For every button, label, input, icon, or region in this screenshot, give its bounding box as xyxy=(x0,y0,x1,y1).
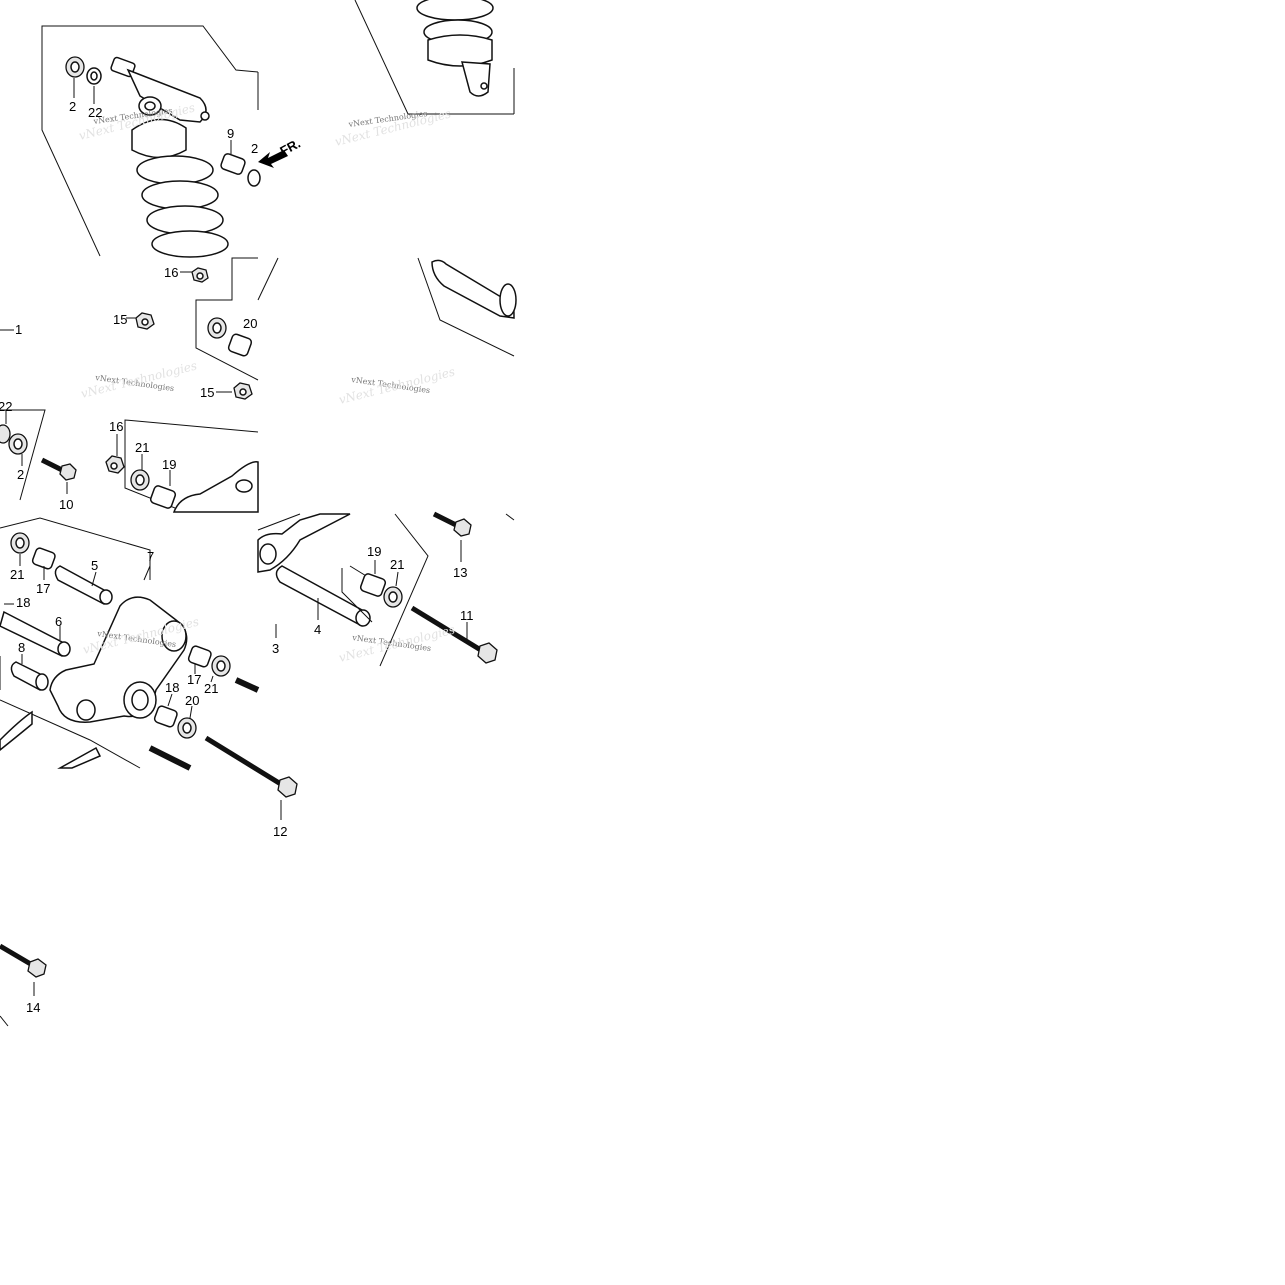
bearing-icon xyxy=(227,333,253,357)
callout-16: 16 xyxy=(164,265,178,280)
tile-shock-mount xyxy=(0,257,259,513)
callout-2c: 2 xyxy=(17,467,24,482)
callout-22b: 22 xyxy=(0,399,12,414)
callout-2b: 2 xyxy=(251,141,258,156)
callout-15: 15 xyxy=(113,312,127,327)
watermarks: vNext Technologies vNext Technologies vN… xyxy=(77,100,456,664)
callout-2: 2 xyxy=(69,99,76,114)
link-end xyxy=(257,513,351,573)
bolt-13-icon xyxy=(453,518,472,537)
callout-20: 20 xyxy=(243,316,257,331)
washer-22b-icon xyxy=(0,424,11,444)
callout-15b: 15 xyxy=(200,385,214,400)
tile-shock-absorber: FR. xyxy=(41,25,303,258)
bearing-18-icon xyxy=(153,705,178,728)
bearing-17b-icon xyxy=(187,645,212,668)
callout-3: 3 xyxy=(272,641,279,656)
callout-18: 18 xyxy=(16,595,30,610)
watermark-6-ghost: vNext Technologies xyxy=(337,622,456,664)
callout-21d: 21 xyxy=(390,557,404,572)
shock-bleed-screw xyxy=(200,111,210,121)
callout-17b: 17 xyxy=(187,672,201,687)
tile-cushion-arm xyxy=(0,517,260,771)
collar-9-icon xyxy=(220,153,246,175)
shock-spring-seat xyxy=(131,118,187,159)
callout-10: 10 xyxy=(59,497,73,512)
callout-11: 11 xyxy=(460,608,474,623)
bolt-12-icon xyxy=(277,776,298,798)
cushion-arm-7 xyxy=(49,596,188,723)
callout-labels: 2 22 9 2 16 15 20 1 15 22 2 10 16 21 19 … xyxy=(0,99,474,1015)
callout-18b: 18 xyxy=(165,680,179,695)
callout-22: 22 xyxy=(88,105,102,120)
callout-5: 5 xyxy=(91,558,98,573)
bolt-10-icon xyxy=(59,463,77,481)
callout-12: 12 xyxy=(273,824,287,839)
callout-21: 21 xyxy=(135,440,149,455)
callout-19b: 19 xyxy=(367,544,381,559)
callout-21c: 21 xyxy=(204,681,218,696)
collar-4-icon xyxy=(275,565,368,627)
bolt-14 xyxy=(0,943,47,1027)
washer-2b-icon xyxy=(247,169,261,187)
shock-lower-clevis xyxy=(461,61,491,97)
callout-16b: 16 xyxy=(109,419,123,434)
callout-17: 17 xyxy=(36,581,50,596)
callout-13: 13 xyxy=(453,565,467,580)
bearing-17-icon xyxy=(31,547,56,570)
bolt-14-icon xyxy=(27,958,47,978)
tile-link-bolts xyxy=(257,511,515,667)
bolt-11-icon xyxy=(477,642,498,664)
tile-shock-lower xyxy=(354,0,515,115)
callout-8: 8 xyxy=(18,640,25,655)
callout-20b: 20 xyxy=(185,693,199,708)
front-arrow-icon xyxy=(258,150,288,168)
link-arm-partial xyxy=(172,461,259,513)
bearing-19-icon xyxy=(149,485,177,509)
callout-21b: 21 xyxy=(10,567,24,582)
tile-frame xyxy=(257,257,517,357)
callout-14: 14 xyxy=(26,1000,40,1015)
shock-spring-coil xyxy=(136,155,214,185)
watermark-4-ghost: vNext Technologies xyxy=(337,364,456,406)
callout-6: 6 xyxy=(55,614,62,629)
callout-4: 4 xyxy=(314,622,321,637)
callout-9: 9 xyxy=(227,126,234,141)
bearing-19b-icon xyxy=(359,573,387,597)
bolt-12 xyxy=(204,735,298,820)
callout-19: 19 xyxy=(162,457,176,472)
callout-7: 7 xyxy=(147,549,154,564)
callout-1: 1 xyxy=(15,322,22,337)
